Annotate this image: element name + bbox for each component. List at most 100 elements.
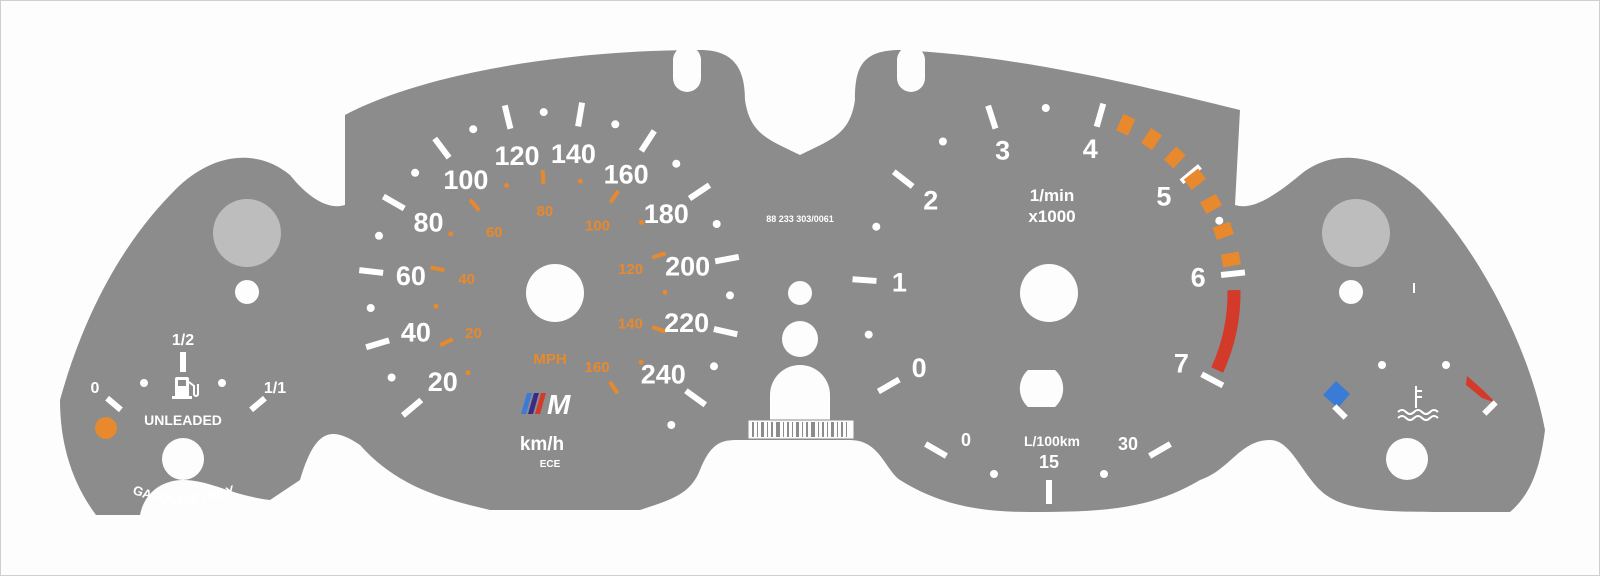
mph-label-80: 80 bbox=[537, 203, 554, 220]
kmh-label-220: 220 bbox=[664, 308, 709, 338]
speedo-tick-40 bbox=[365, 337, 390, 351]
tach-label-6: 6 bbox=[1191, 262, 1206, 292]
mph-label-140: 140 bbox=[618, 316, 643, 333]
temperature-gauge bbox=[1323, 283, 1498, 421]
approval-mark: ECE bbox=[540, 459, 561, 470]
tach-label-3: 3 bbox=[995, 135, 1010, 165]
mph-tick-160 bbox=[608, 380, 620, 395]
speedo-minor-tick bbox=[387, 373, 396, 382]
kmh-label-100: 100 bbox=[443, 165, 488, 195]
cold-zone bbox=[1323, 381, 1350, 408]
speedo-minor-tick bbox=[366, 304, 375, 312]
fuel-half-label: 1/2 bbox=[172, 332, 194, 349]
tach-warning-segment bbox=[1163, 146, 1186, 169]
speedo-tick-20 bbox=[400, 397, 424, 418]
mph-label-40: 40 bbox=[458, 271, 475, 288]
mph-label-120: 120 bbox=[618, 261, 643, 278]
fuel-tick-full bbox=[249, 395, 267, 413]
kmh-label-80: 80 bbox=[413, 207, 443, 237]
mph-label-160: 160 bbox=[585, 359, 610, 376]
fuel-pump-icon bbox=[172, 377, 199, 399]
speedo-tick-180 bbox=[687, 182, 712, 201]
tach-minor-tick bbox=[1215, 216, 1224, 225]
mph-minor-tick bbox=[638, 359, 644, 365]
tach-tick-6 bbox=[1220, 269, 1246, 278]
mph-tick-140 bbox=[651, 325, 667, 334]
speedo-tick-200 bbox=[714, 253, 740, 265]
speedo-minor-tick bbox=[375, 231, 383, 240]
mph-minor-tick bbox=[433, 303, 439, 309]
kmh-label-120: 120 bbox=[494, 141, 539, 171]
speedo-minor-ticks bbox=[366, 108, 734, 429]
economy-gauge: 0 15 30 L/100km bbox=[924, 430, 1172, 504]
mph-ticks bbox=[430, 170, 668, 395]
m-logo: M bbox=[521, 389, 571, 420]
tach-tick-2 bbox=[891, 169, 915, 189]
speedo-minor-tick bbox=[539, 108, 548, 117]
fuel-tick-half bbox=[180, 352, 186, 372]
tach-warning-segment bbox=[1141, 128, 1162, 151]
tach-label-7: 7 bbox=[1174, 348, 1189, 378]
kmh-label-200: 200 bbox=[665, 251, 710, 281]
speedo-tick-120 bbox=[501, 104, 514, 130]
mph-tick-20 bbox=[439, 337, 454, 347]
economy-tick-0 bbox=[924, 441, 948, 459]
mph-minor-tick bbox=[662, 289, 668, 295]
kmh-label-20: 20 bbox=[428, 367, 458, 397]
kmh-label-240: 240 bbox=[641, 359, 686, 389]
speedo-minor-tick bbox=[726, 291, 734, 300]
tach-tick-0 bbox=[876, 376, 901, 395]
tach-unit-line1: 1/min bbox=[1030, 186, 1074, 205]
fuel-full-label: 1/1 bbox=[264, 380, 286, 397]
fuel-type-label: UNLEADED bbox=[144, 412, 222, 428]
tach-minor-tick bbox=[864, 330, 873, 339]
economy-label-15: 15 bbox=[1039, 452, 1059, 472]
mph-tick-80 bbox=[540, 170, 546, 185]
speedo-minor-tick bbox=[469, 125, 478, 134]
fuel-empty-label: 0 bbox=[91, 380, 100, 397]
speedo-minor-tick bbox=[712, 220, 721, 228]
speedo-tick-140 bbox=[575, 102, 586, 127]
mph-tick-120 bbox=[651, 251, 667, 260]
tach-label-1: 1 bbox=[892, 268, 907, 298]
economy-label-0: 0 bbox=[961, 430, 971, 450]
speedo-minor-tick bbox=[667, 421, 676, 429]
tach-label-4: 4 bbox=[1083, 134, 1098, 164]
speedo-tick-160 bbox=[638, 129, 657, 153]
tach-tick-3 bbox=[985, 104, 999, 130]
tach-warning-segment bbox=[1212, 221, 1234, 241]
mph-minor-tick bbox=[448, 231, 454, 237]
tach-label-5: 5 bbox=[1156, 182, 1171, 212]
coolant-temperature-icon bbox=[1397, 386, 1439, 421]
speedo-minor-tick bbox=[710, 362, 718, 371]
speedo-minor-tick bbox=[411, 168, 420, 177]
barcode-strip bbox=[747, 419, 855, 440]
mph-tick-100 bbox=[608, 189, 620, 204]
fuel-tick-empty bbox=[105, 395, 123, 413]
mph-tick-40 bbox=[430, 265, 445, 273]
mph-minor-tick bbox=[577, 178, 583, 184]
low-fuel-lamp bbox=[95, 417, 117, 439]
economy-tick-30 bbox=[1148, 441, 1172, 459]
speedo-tick-60 bbox=[358, 267, 384, 276]
m-logo-text: M bbox=[547, 389, 571, 420]
speedo-tick-80 bbox=[381, 193, 406, 212]
tach-warning-segment bbox=[1200, 193, 1223, 214]
mph-minor-tick bbox=[504, 183, 510, 188]
mph-label-100: 100 bbox=[585, 218, 610, 235]
mph-label-20: 20 bbox=[465, 325, 482, 342]
tach-warning-zone bbox=[1116, 113, 1241, 268]
speedo-tick-100 bbox=[432, 136, 452, 160]
kmh-label-40: 40 bbox=[401, 317, 431, 347]
tach-warning-segment bbox=[1116, 113, 1136, 136]
tach-minor-tick bbox=[938, 137, 947, 146]
speedo-tick-240 bbox=[684, 388, 708, 408]
mph-minor-tick bbox=[465, 370, 471, 376]
tach-minor-tick bbox=[1041, 104, 1050, 112]
speedo-minor-tick bbox=[611, 120, 620, 129]
mounting-holes bbox=[162, 46, 1428, 480]
